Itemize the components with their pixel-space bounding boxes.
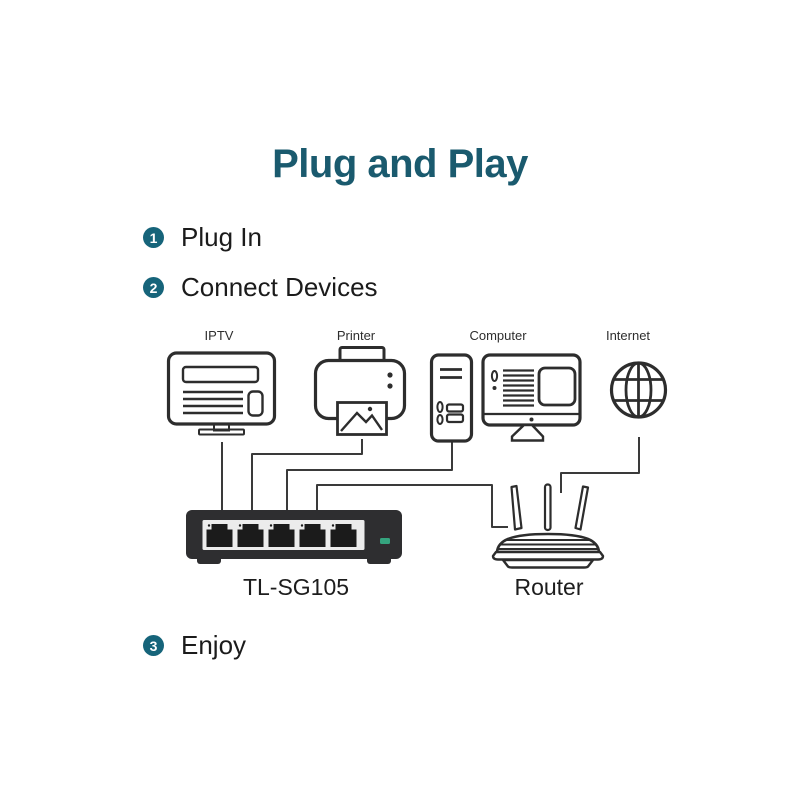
step-enjoy: 3 Enjoy [143,630,246,661]
cable-switch-to-router [316,484,508,528]
computer-label: Computer [469,328,527,343]
router-base [501,558,595,569]
internet-label: Internet [605,328,651,343]
cable-computer-to-switch [286,441,453,510]
step-plug-in: 1 Plug In [143,222,262,253]
step-1-badge: 1 [143,227,164,248]
step-1-label: Plug In [181,222,262,252]
globe-icon [609,361,668,419]
router-deck [491,550,605,561]
step-2-badge: 2 [143,277,164,298]
iptv-label: IPTV [204,328,234,343]
router-antenna-left [510,484,523,531]
step-2-label: Connect Devices [181,272,378,302]
connection-lines [221,437,640,528]
switch-model-label: TL-SG105 [242,574,350,600]
step-3-label: Enjoy [181,630,247,660]
router-antenna-right [574,485,590,531]
cable-internet-to-router [560,437,640,493]
router-antenna-middle [543,483,552,532]
step-connect-devices: 2 Connect Devices [143,272,378,303]
printer-icon [313,346,407,436]
step-3-badge: 3 [143,635,164,656]
switch-icon [186,510,402,564]
switch-ports [206,524,357,547]
page-title: Plug and Play [272,142,528,186]
printer-label: Printer [336,328,376,343]
router-icon [491,483,605,569]
router-label: Router [514,574,584,600]
desktop-computer-icon [429,353,582,443]
router-body [495,532,601,554]
cable-printer-to-switch [251,439,363,510]
tv-icon [166,351,277,436]
switch-led [380,538,390,544]
